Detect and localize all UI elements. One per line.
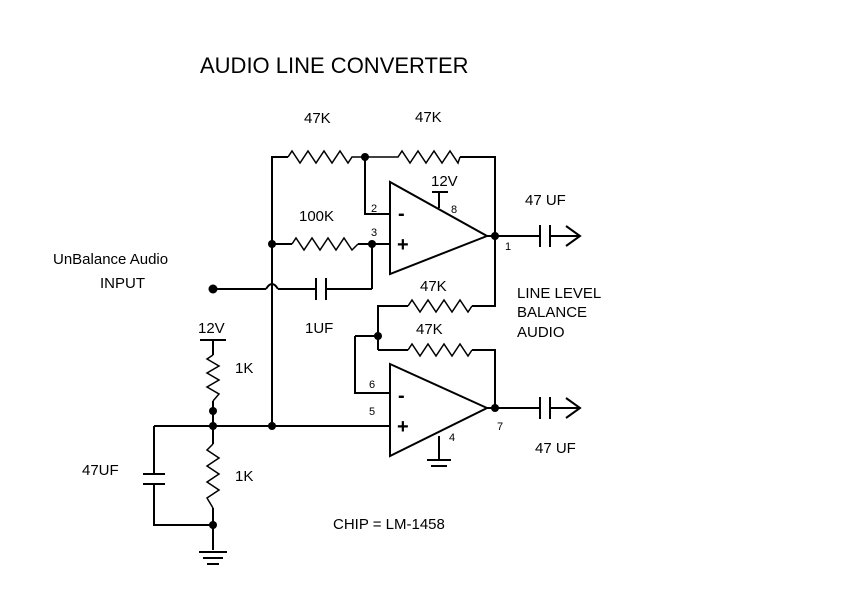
pin-4-label: 4 <box>449 432 455 444</box>
junction-bias-left <box>268 240 276 248</box>
junction-div-mid <box>209 422 217 430</box>
wire-out1-arrow <box>565 225 582 247</box>
output-label-line3: AUDIO <box>517 324 565 341</box>
opamp-top-supply: 12V <box>431 173 458 208</box>
opamp-top-minus: - <box>398 203 405 225</box>
input-label-line1: UnBalance Audio <box>53 251 168 268</box>
label-r-feedback-in: 47K <box>304 110 331 127</box>
opamp-bottom: - + <box>389 362 490 458</box>
label-c-out-bottom: 47 UF <box>535 440 576 457</box>
divider-ground <box>199 551 227 565</box>
pin-5-label: 5 <box>369 406 375 418</box>
label-r-div-top: 1K <box>235 360 253 377</box>
junction-bias-rail <box>268 422 276 430</box>
opamp-bottom-plus: + <box>397 416 409 438</box>
wire-out7-arrow <box>565 397 582 419</box>
junction-div-top <box>209 407 217 415</box>
pin-6-label: 6 <box>369 379 375 391</box>
wire-pin6 <box>354 336 390 394</box>
input-terminal <box>208 284 218 294</box>
output-label-line1: LINE LEVEL <box>517 285 601 302</box>
wire-inv-in <box>377 305 408 350</box>
wire-top-left <box>271 156 288 426</box>
junction-pin3 <box>368 240 376 248</box>
resistor-1k-top <box>205 354 221 402</box>
label-c-out-top: 47 UF <box>525 192 566 209</box>
wire-inv-fb-right <box>472 349 496 408</box>
input-label-line2: INPUT <box>100 275 145 292</box>
junction-inv-node <box>374 332 382 340</box>
label-c-bypass: 47UF <box>82 462 119 479</box>
wire-out1-down <box>472 236 496 307</box>
resistor-47k-a <box>287 149 365 165</box>
pin-7-label: 7 <box>497 421 503 433</box>
label-c-input: 1UF <box>305 320 333 337</box>
label-r-div-bottom: 1K <box>235 468 253 485</box>
capacitor-bypass <box>143 473 165 485</box>
wire-pin2 <box>364 157 390 215</box>
label-r-inv-in: 47K <box>420 278 447 295</box>
pin-3-label: 3 <box>371 227 377 239</box>
opamp-bottom-minus: - <box>398 385 405 407</box>
label-r-feedback-top: 47K <box>415 109 442 126</box>
junction-out1 <box>491 232 499 240</box>
divider-supply-label: 12V <box>198 320 225 337</box>
pin-2-label: 2 <box>371 203 377 215</box>
pin-8-label: 8 <box>451 204 457 216</box>
opamp-supply-label: 12V <box>431 173 458 190</box>
capacitor-out-top <box>539 225 551 247</box>
label-r-inv-fb: 47K <box>416 321 443 338</box>
output-label-line2: BALANCE <box>517 304 587 321</box>
label-r-bias: 100K <box>299 208 334 225</box>
chip-label: CHIP = LM-1458 <box>333 516 445 533</box>
resistor-1k-bottom <box>205 443 221 509</box>
capacitor-out-bottom <box>539 397 551 419</box>
wire-input-hop <box>265 283 279 290</box>
resistor-47k-inv-in <box>407 298 473 314</box>
diagram-title: AUDIO LINE CONVERTER <box>200 53 469 78</box>
opamp-top-plus: + <box>397 234 409 256</box>
junction-top-feedback <box>361 153 369 161</box>
wire-feedback-top-right <box>460 156 496 236</box>
resistor-100k <box>291 236 359 252</box>
junction-div-bottom <box>209 521 217 529</box>
capacitor-1uf <box>315 278 327 300</box>
junction-out7 <box>491 404 499 412</box>
resistor-47k-b <box>365 149 461 165</box>
pin-1-label: 1 <box>505 241 511 253</box>
resistor-47k-inv-fb <box>407 342 473 358</box>
wire-cap-bypass-bottom <box>153 484 213 526</box>
opamp-bottom-ground <box>427 436 451 467</box>
opamp-top: - + <box>389 180 490 276</box>
